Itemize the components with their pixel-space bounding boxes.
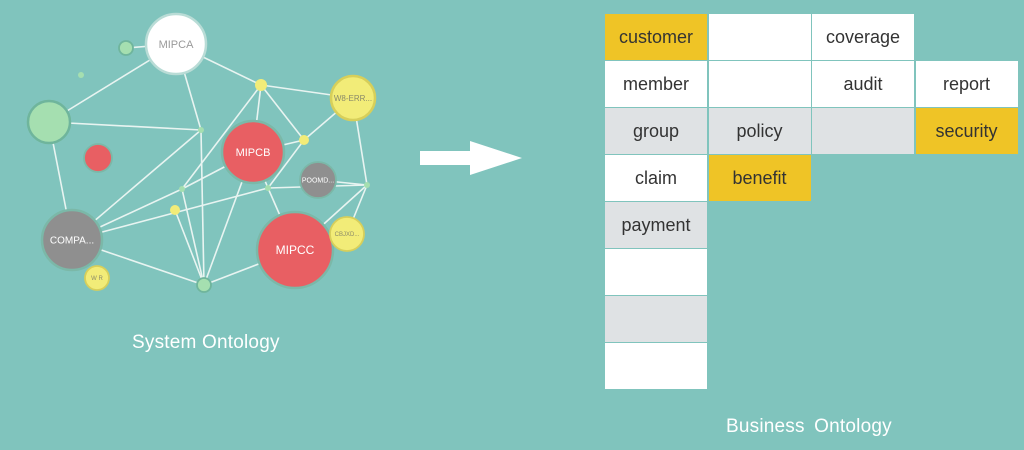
graph-edge <box>71 187 269 241</box>
graph-node-circle <box>329 216 365 252</box>
graph-node-circle <box>196 277 212 293</box>
graph-node-label: COMPA... <box>50 236 94 247</box>
graph-node-junction-3 <box>265 185 271 191</box>
graph-node-w8err: W8-ERR... <box>329 74 377 122</box>
term-cell-coverage: coverage <box>812 14 914 60</box>
term-label: coverage <box>825 26 901 47</box>
term-cell-report: report <box>915 61 1018 107</box>
graph-node-circle <box>255 79 267 91</box>
graph-node-mipca: MIPCA <box>144 12 208 76</box>
term-label: member <box>622 73 689 94</box>
term-label: security <box>935 120 998 141</box>
graph-node-cbjxd: CBJXD... <box>329 216 365 252</box>
graph-node-green-bottom <box>196 277 212 293</box>
graph-node-circle <box>329 74 377 122</box>
graph-node-yellow-left <box>170 205 180 215</box>
term-cell-security: security <box>915 108 1018 154</box>
graph-node-circle <box>179 186 185 192</box>
graph-node-red-small <box>83 143 113 173</box>
term-cell-claim: claim <box>605 155 707 201</box>
empty-cell <box>708 61 811 107</box>
term-cell-audit: audit <box>812 61 914 107</box>
graph-edge <box>181 188 205 286</box>
graph-node-label: POOMD... <box>302 177 334 184</box>
term-cell-payment: payment <box>605 202 707 248</box>
graph-node-wr: W R <box>84 265 110 291</box>
empty-cell <box>605 249 707 295</box>
term-cell-customer: customer <box>605 14 707 60</box>
graph-edge <box>200 129 205 286</box>
graph-node-circle <box>170 205 180 215</box>
graph-node-label: MIPCA <box>159 39 195 51</box>
term-label: payment <box>621 214 691 235</box>
graph-edge <box>181 84 262 190</box>
graph-node-label: MIPCB <box>236 147 271 159</box>
empty-cell <box>605 343 707 389</box>
graph-edge <box>174 209 205 286</box>
graph-node-junction-1 <box>198 127 204 133</box>
graph-node-circle <box>78 72 84 78</box>
term-cell-benefit: benefit <box>708 155 811 201</box>
empty-cell <box>605 296 707 342</box>
graph-node-circle <box>26 99 72 145</box>
graph-node-mipcb: MIPCB <box>220 119 286 185</box>
graph-node-circle <box>144 12 208 76</box>
right-arrow-icon <box>420 141 522 175</box>
graph-node-label: MIPCC <box>276 243 315 257</box>
graph-node-poomd: POOMD... <box>299 161 337 199</box>
graph-node-circle <box>299 135 309 145</box>
term-cell-group: group <box>605 108 707 154</box>
term-cell-policy: policy <box>708 108 811 154</box>
graph-node-label: W R <box>91 276 103 282</box>
term-label: customer <box>618 26 694 47</box>
term-label: group <box>632 120 680 141</box>
term-label: benefit <box>732 167 787 188</box>
graph-edge <box>267 139 305 189</box>
term-label: policy <box>736 120 783 141</box>
graph-node-label: CBJXD... <box>335 232 360 238</box>
graph-node-junction-2 <box>179 186 185 192</box>
graph-node-green-large <box>26 99 72 145</box>
term-label: claim <box>634 167 677 188</box>
graph-node-compa: COMPA... <box>40 208 104 272</box>
graph-node-circle <box>364 182 370 188</box>
graph-node-mipcc: MIPCC <box>255 210 335 290</box>
graph-node-circle <box>84 265 110 291</box>
business-ontology-caption: Business Ontology <box>726 416 892 437</box>
graph-node-green-small <box>118 40 134 56</box>
graph-edge <box>48 121 202 131</box>
graph-node-circle <box>118 40 134 56</box>
graph-node-circle <box>265 185 271 191</box>
graph-node-dot <box>78 72 84 78</box>
graph-node-circle <box>255 210 335 290</box>
graph-node-circle <box>40 208 104 272</box>
system-ontology-graph: MIPCA W8-ERR... MIPCB POOMD... COMPA... MIPCC… <box>26 12 377 293</box>
term-label: audit <box>843 73 883 94</box>
empty-cell <box>812 108 914 154</box>
graph-node-circle <box>299 161 337 199</box>
graph-node-label: W8-ERR... <box>334 94 372 103</box>
graph-edge <box>260 84 305 141</box>
graph-node-circle <box>220 119 286 185</box>
graph-node-yellow-hub <box>255 79 267 91</box>
graph-node-circle <box>83 143 113 173</box>
term-label: report <box>942 73 991 94</box>
graph-node-circle <box>198 127 204 133</box>
system-ontology-caption: System Ontology <box>132 332 280 353</box>
graph-node-yellow-mid <box>299 135 309 145</box>
empty-cell <box>708 14 811 60</box>
graph-node-junction-4 <box>364 182 370 188</box>
term-cell-member: member <box>605 61 707 107</box>
